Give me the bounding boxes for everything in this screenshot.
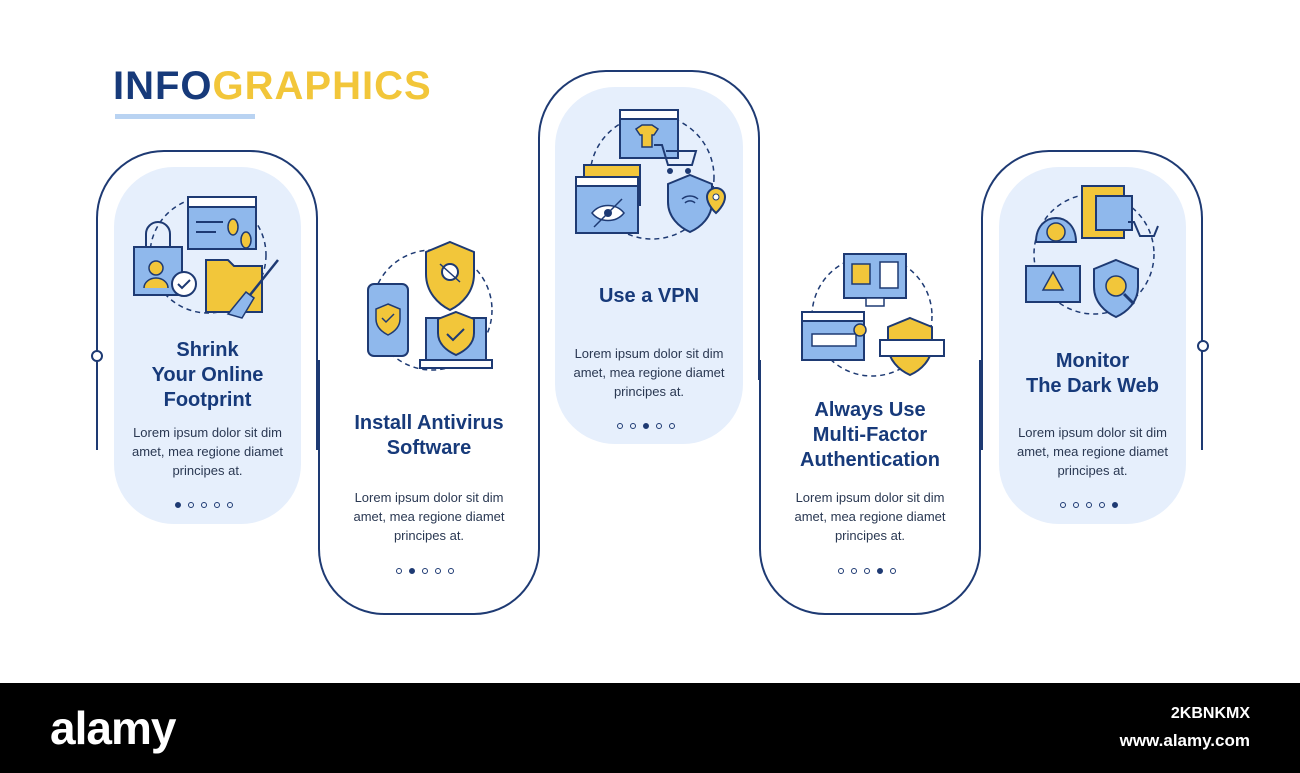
step-2-frame	[318, 360, 540, 615]
vpn-icon	[575, 109, 727, 240]
dark-web-monitor-icon	[1025, 185, 1159, 319]
pagination-dot	[448, 568, 454, 574]
step-1-connector-node	[91, 350, 103, 362]
pagination-dot	[227, 502, 233, 508]
online-footprint-icon	[133, 196, 279, 319]
step-5-body-line: amet, mea regione diamet	[1016, 444, 1169, 459]
step-3-heading: Use a VPN	[555, 284, 743, 309]
step-4-frame	[759, 360, 981, 615]
pagination-dot	[617, 423, 623, 429]
multi-factor-auth-icon	[801, 253, 945, 377]
step-5-heading-line: The Dark Web	[1026, 375, 1159, 397]
step-4-body-line: Lorem ipsum dolor sit dim	[795, 490, 945, 505]
pagination-dot-active	[409, 568, 415, 574]
step-4-pagination-dots	[838, 568, 896, 574]
pagination-dot	[435, 568, 441, 574]
step-5-body: Lorem ipsum dolor sit dim amet, mea regi…	[999, 423, 1186, 480]
pagination-dot	[1099, 502, 1105, 508]
pagination-dot	[864, 568, 870, 574]
step-2-body: Lorem ipsum dolor sit dim amet, mea regi…	[318, 488, 540, 545]
stock-footer-bar: alamy 2KBNKMX www.alamy.com	[0, 683, 1300, 773]
step-1-heading-line: Footprint	[163, 389, 252, 411]
step-5-connector-node	[1197, 340, 1209, 352]
step-4-heading-line: Authentication	[800, 449, 940, 471]
pagination-dot	[214, 502, 220, 508]
infographic-title: INFOGRAPHICS	[113, 62, 432, 110]
pagination-dot	[201, 502, 207, 508]
pagination-dot	[188, 502, 194, 508]
step-4-heading-line: Multi-Factor	[812, 424, 928, 446]
step-2-heading: Install Antivirus Software	[318, 411, 540, 461]
step-2-body-line: amet, mea regione diamet	[353, 509, 505, 524]
step-4-body-line: principes at.	[834, 528, 906, 543]
step-3-body-line: principes at.	[613, 384, 685, 399]
step-5-body-line: Lorem ipsum dolor sit dim	[1018, 425, 1167, 440]
step-3-body-line: amet, mea regione diamet	[573, 365, 725, 380]
pagination-dot-active	[643, 423, 649, 429]
step-5-heading-line: Monitor	[1055, 350, 1130, 372]
step-1-body-line: principes at.	[172, 463, 243, 478]
step-5-frame	[981, 150, 1203, 450]
title-part-info: INFO	[113, 64, 213, 108]
step-2-heading-line: Install Antivirus	[354, 412, 504, 434]
step-3-body-line: Lorem ipsum dolor sit dim	[574, 346, 724, 361]
step-4-heading-line: Always Use	[814, 399, 926, 421]
step-2-body-line: principes at.	[393, 528, 465, 543]
pagination-dot	[630, 423, 636, 429]
step-4-body: Lorem ipsum dolor sit dim amet, mea regi…	[759, 488, 981, 545]
stock-image-id: 2KBNKMX	[1170, 705, 1250, 722]
antivirus-icon	[367, 240, 493, 371]
step-2-pagination-dots	[396, 568, 454, 574]
title-underline	[115, 114, 255, 119]
stock-brand-logo: alamy	[50, 702, 176, 754]
pagination-dot-active	[175, 502, 181, 508]
step-1-heading: Shrink Your Online Footprint	[114, 338, 301, 413]
infographic-canvas: INFOGRAPHICS	[91, 62, 1209, 615]
step-1-body: Lorem ipsum dolor sit dim amet, mea regi…	[114, 423, 301, 480]
step-2-heading-line: Software	[386, 437, 472, 459]
pagination-dot-active	[877, 568, 883, 574]
step-3-pagination-dots	[617, 423, 675, 429]
step-1-body-line: amet, mea regione diamet	[131, 444, 284, 459]
step-1-pagination-dots	[175, 502, 233, 508]
step-1-frame	[96, 150, 318, 450]
pagination-dot	[890, 568, 896, 574]
step-5-heading: Monitor The Dark Web	[999, 349, 1186, 399]
pagination-dot	[851, 568, 857, 574]
pagination-dot	[838, 568, 844, 574]
step-3-heading-line: Use a VPN	[598, 285, 700, 307]
pagination-dot	[396, 568, 402, 574]
stock-site-url: www.alamy.com	[1119, 731, 1250, 750]
step-1-body-line: Lorem ipsum dolor sit dim	[133, 425, 282, 440]
pagination-dot	[1073, 502, 1079, 508]
step-5-pagination-dots	[1060, 502, 1118, 508]
step-1-heading-line: Shrink	[176, 339, 239, 361]
step-1-heading-line: Your Online	[151, 364, 264, 386]
step-4-heading: Always Use Multi-Factor Authentication	[759, 398, 981, 473]
step-3-frame	[538, 70, 760, 380]
pagination-dot	[422, 568, 428, 574]
step-2-body-line: Lorem ipsum dolor sit dim	[354, 490, 504, 505]
pagination-dot	[656, 423, 662, 429]
pagination-dot-active	[1112, 502, 1118, 508]
step-5-body-line: principes at.	[1057, 463, 1128, 478]
pagination-dot	[669, 423, 675, 429]
title-part-graphics: GRAPHICS	[212, 64, 432, 108]
pagination-dot	[1086, 502, 1092, 508]
step-3-body: Lorem ipsum dolor sit dim amet, mea regi…	[555, 344, 743, 401]
step-4-body-line: amet, mea regione diamet	[794, 509, 946, 524]
pagination-dot	[1060, 502, 1066, 508]
